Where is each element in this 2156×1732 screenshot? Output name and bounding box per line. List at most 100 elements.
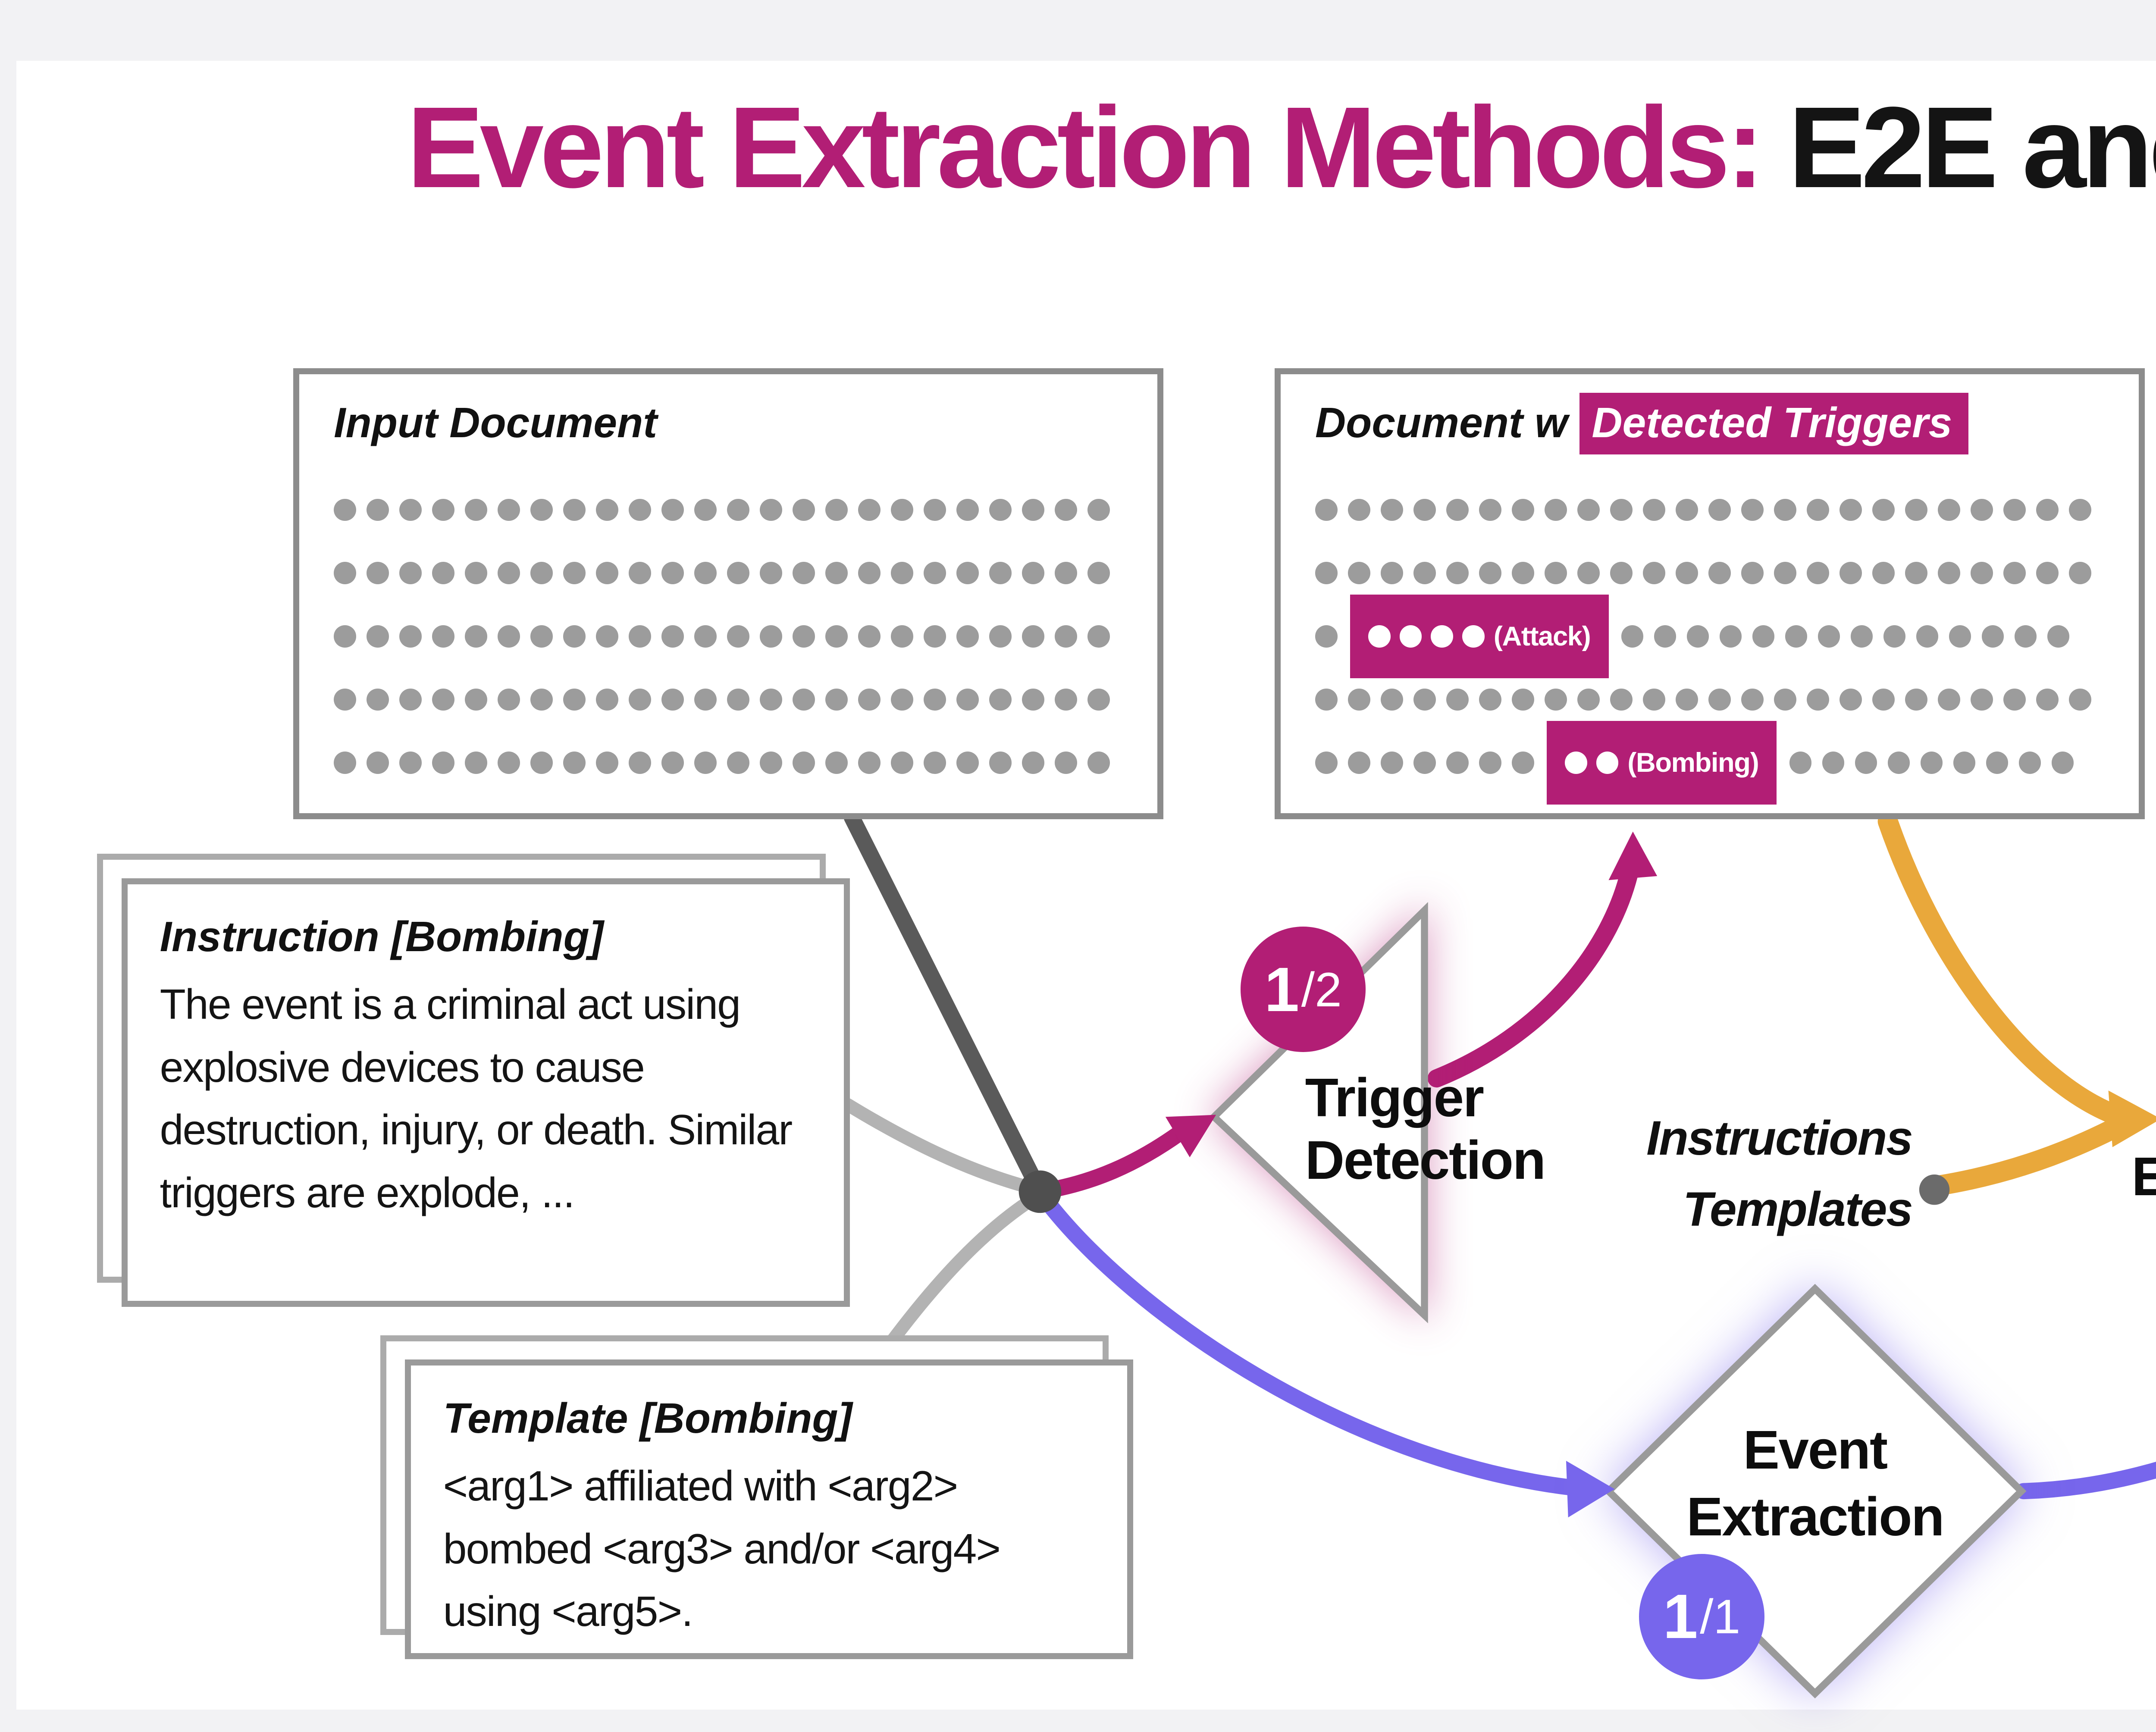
token-dot <box>1596 752 1619 774</box>
token-dot <box>1905 498 1927 521</box>
token-dot <box>727 562 749 584</box>
token-dot <box>530 752 553 774</box>
token-dot <box>989 498 1012 521</box>
token-dot <box>465 752 487 774</box>
token-dot <box>1855 752 1877 774</box>
token-dot <box>1818 625 1840 648</box>
token-dot <box>793 752 815 774</box>
token-dot <box>596 562 618 584</box>
token-dot <box>1087 498 1110 521</box>
token-dot <box>1621 625 1644 648</box>
token-dot <box>1872 498 1895 521</box>
token-dot <box>1087 688 1110 711</box>
token-dot <box>760 562 782 584</box>
token-dot <box>1971 498 1993 521</box>
token-dot <box>2069 562 2091 584</box>
event-extraction-label: Event Extraction <box>1686 1419 1944 1547</box>
token-dot <box>465 498 487 521</box>
token-dot <box>563 752 586 774</box>
token-dot <box>1938 498 1960 521</box>
token-dot <box>727 498 749 521</box>
token-dot <box>1905 562 1927 584</box>
token-dot <box>1087 752 1110 774</box>
token-dot <box>2003 688 2026 711</box>
instruction-card-title: Instruction [Bombing] <box>160 913 604 961</box>
token-dot <box>1920 752 1943 774</box>
detected-triggers-title-highlight: Detected Triggers <box>1579 393 1968 455</box>
token-dot <box>989 562 1012 584</box>
token-dot <box>1676 688 1698 711</box>
token-dot <box>1839 562 1862 584</box>
token-dot <box>1022 498 1044 521</box>
token-dot <box>956 625 979 648</box>
token-dot <box>399 625 422 648</box>
token-dot <box>727 688 749 711</box>
token-dot <box>1676 562 1698 584</box>
token-dot <box>2069 498 2091 521</box>
token-dot <box>432 625 454 648</box>
token-dot <box>530 562 553 584</box>
token-dot <box>1807 688 1829 711</box>
token-dot <box>1708 498 1731 521</box>
detected-triggers-title-black: Document w <box>1315 399 1580 447</box>
token-dot <box>629 562 651 584</box>
token-dot <box>1022 688 1044 711</box>
token-dot <box>1462 625 1485 648</box>
token-dot <box>1741 562 1764 584</box>
token-dot <box>2051 752 2074 774</box>
token-dot <box>1055 625 1077 648</box>
doc-dot-row <box>1315 669 2109 730</box>
token-dot <box>1953 752 1976 774</box>
token-dot <box>563 688 586 711</box>
token-dot <box>1479 688 1501 711</box>
token-dot <box>399 498 422 521</box>
instructions-templates-label: Instructions Templates <box>1646 1111 1913 1236</box>
doc-dot-row <box>334 479 1127 540</box>
token-dot <box>432 498 454 521</box>
doc-dot-row: (Bombing) <box>1315 721 2109 805</box>
token-dot <box>891 498 913 521</box>
token-dot <box>2014 625 2037 648</box>
token-dot <box>498 562 520 584</box>
token-dot <box>760 752 782 774</box>
token-dot <box>465 562 487 584</box>
instruction-card-body: The event is a criminal act using explos… <box>160 980 793 1216</box>
token-dot <box>596 625 618 648</box>
trigger-step-badge: 1/2 <box>1240 927 1366 1052</box>
event-step-badge: 1/1 <box>1639 1553 1764 1679</box>
token-dot <box>793 498 815 521</box>
token-dot <box>825 625 848 648</box>
token-dot <box>1938 688 1960 711</box>
token-dot <box>1348 688 1370 711</box>
detected-triggers-dot-rows: (Attack)(Bombing) <box>1315 479 2109 805</box>
token-dot <box>1822 752 1845 774</box>
token-dot <box>367 752 389 774</box>
token-dot <box>891 625 913 648</box>
token-dot <box>465 688 487 711</box>
token-dot <box>432 688 454 711</box>
token-dot <box>1348 498 1370 521</box>
token-dot <box>367 625 389 648</box>
token-dot <box>661 625 684 648</box>
token-dot <box>694 498 717 521</box>
token-dot <box>2018 752 2041 774</box>
token-dot <box>432 752 454 774</box>
token-dot <box>1446 688 1469 711</box>
token-dot <box>367 562 389 584</box>
token-dot <box>1315 562 1338 584</box>
token-dot <box>498 688 520 711</box>
token-dot <box>1055 562 1077 584</box>
token-dot <box>596 752 618 774</box>
token-dot <box>1971 688 1993 711</box>
token-dot <box>2003 498 2026 521</box>
token-dot <box>1752 625 1775 648</box>
token-dot <box>596 498 618 521</box>
token-dot <box>2047 625 2070 648</box>
doc-dot-row <box>334 606 1127 667</box>
token-dot <box>1577 562 1600 584</box>
token-dot <box>891 562 913 584</box>
token-dot <box>1610 688 1633 711</box>
token-dot <box>2003 562 2026 584</box>
token-dot <box>563 498 586 521</box>
token-dot <box>1399 625 1422 648</box>
